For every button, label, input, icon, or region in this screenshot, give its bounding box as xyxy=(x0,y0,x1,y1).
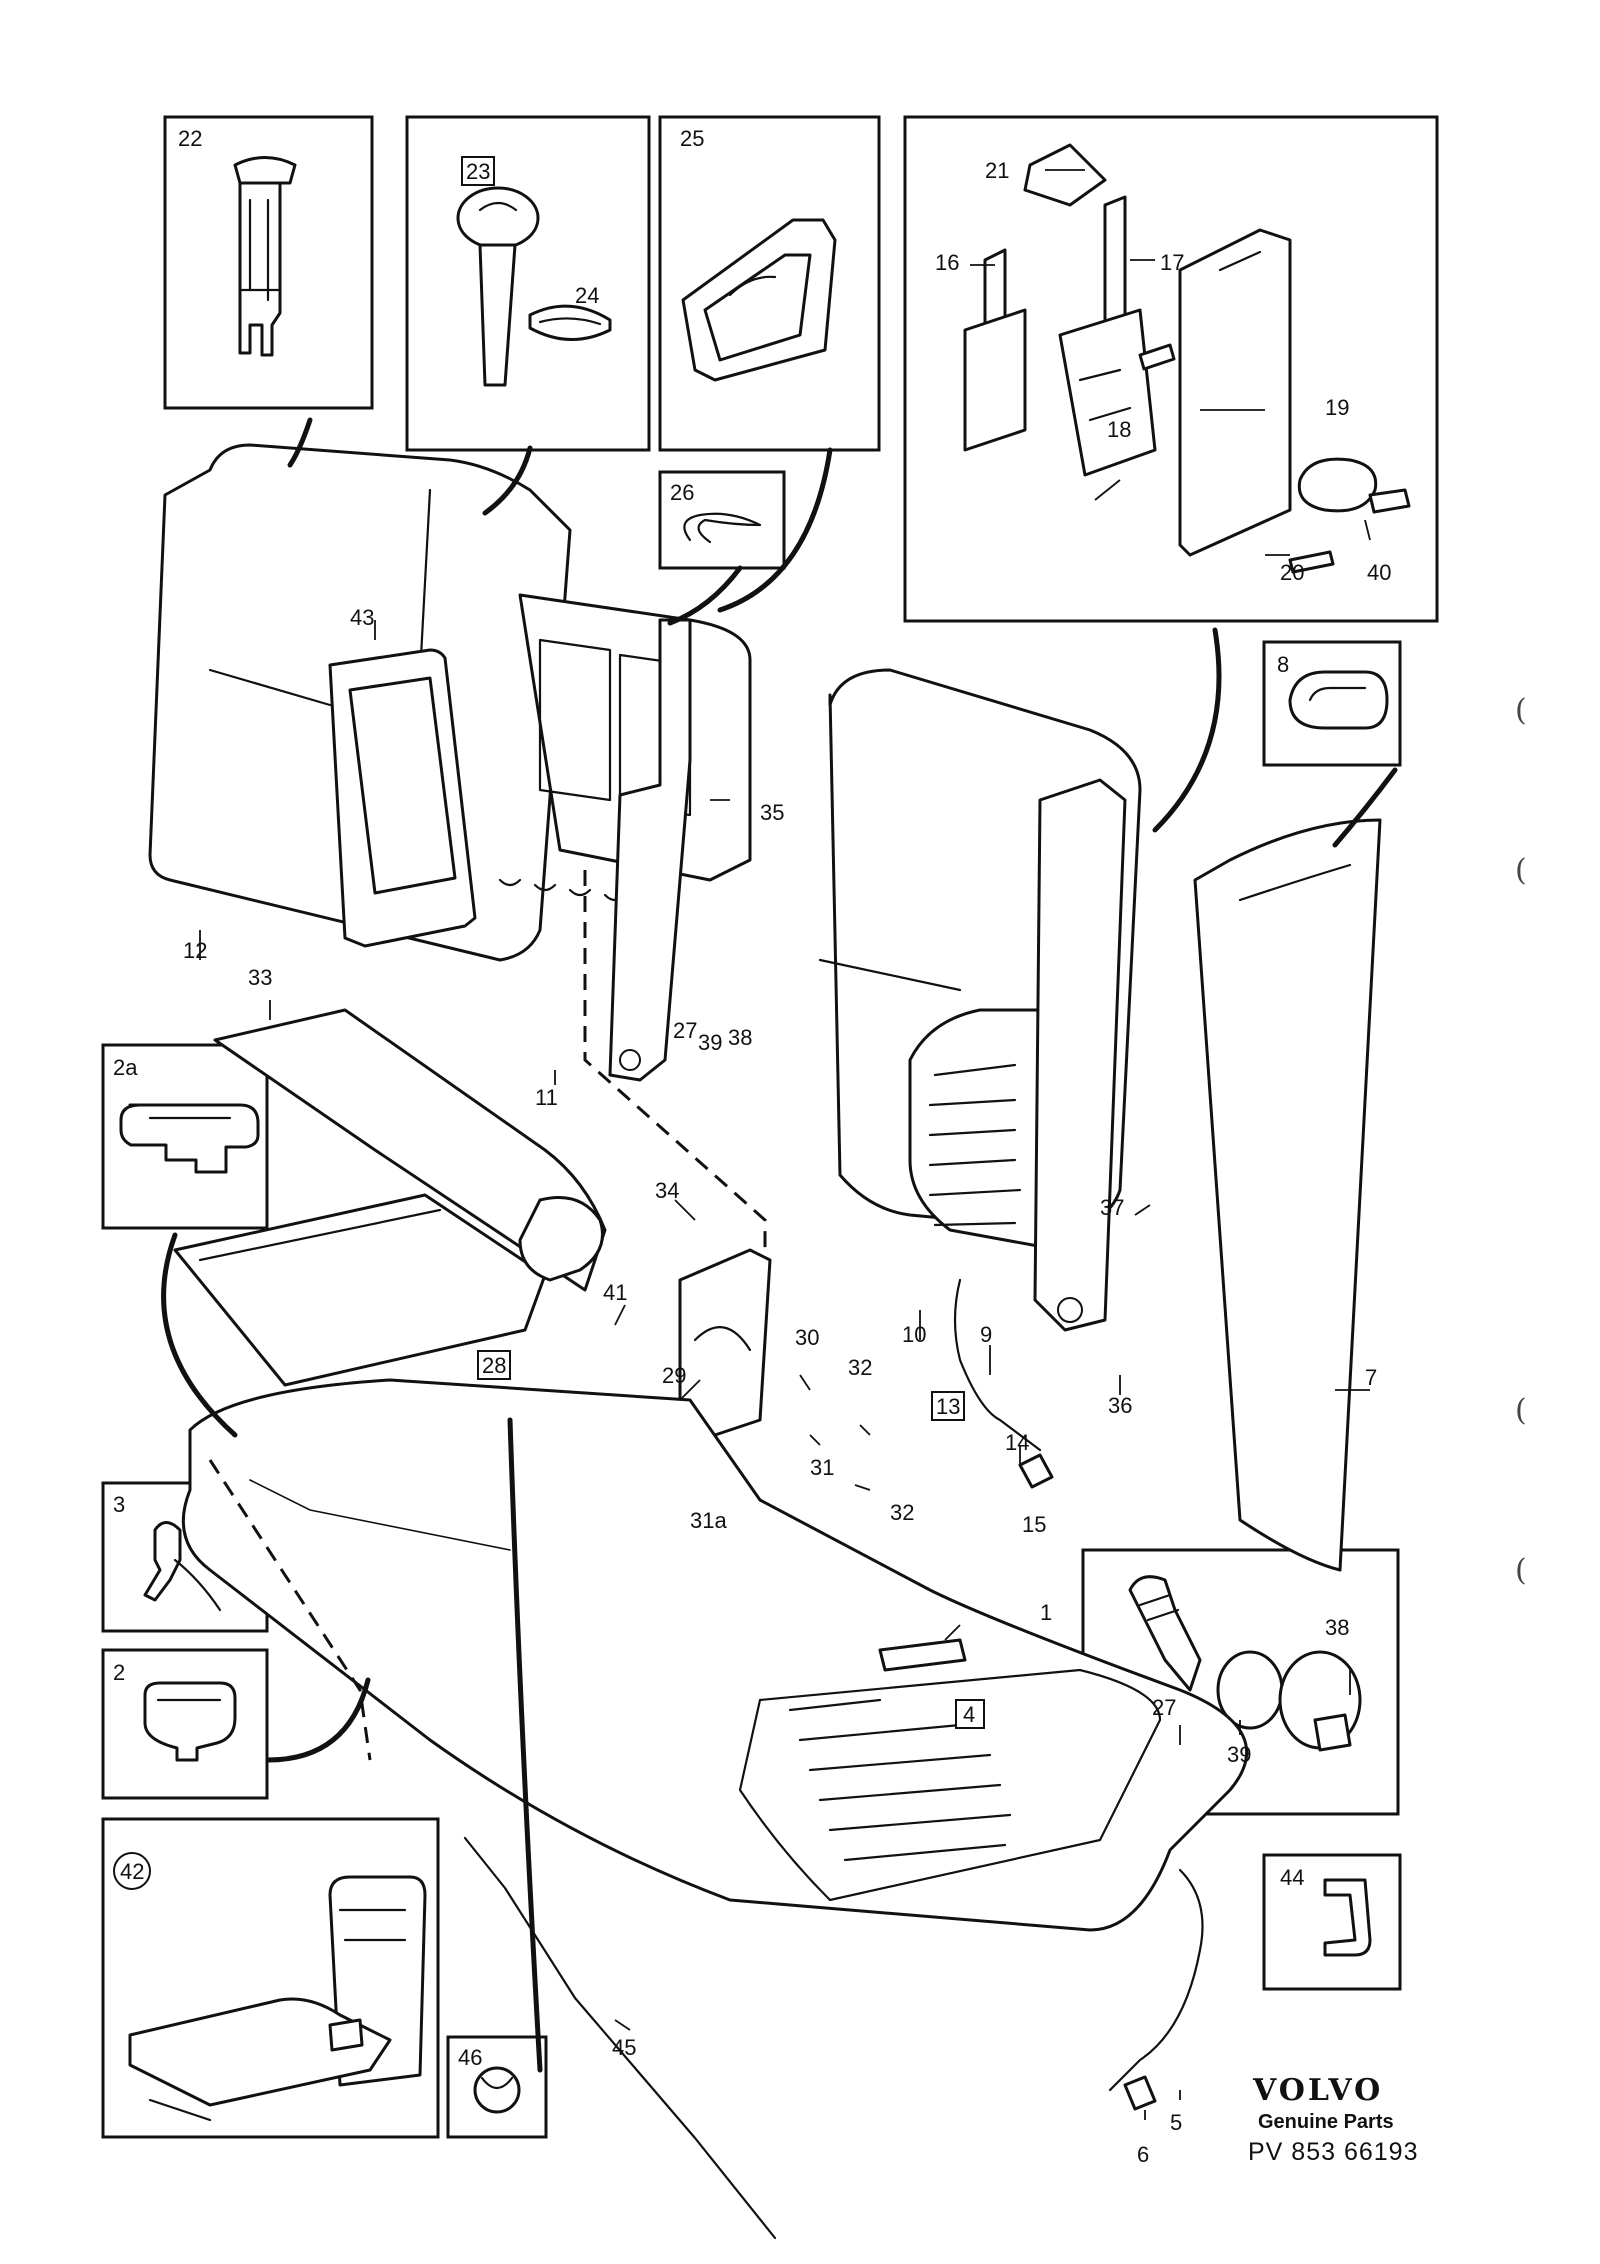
label-5: 5 xyxy=(1170,2110,1182,2135)
label-3: 3 xyxy=(113,1492,125,1517)
margin-mark-3: ( xyxy=(1515,1393,1527,1428)
inset-box-46 xyxy=(446,2035,548,2139)
label-15: 15 xyxy=(1022,1512,1046,1537)
margin-mark-4: ( xyxy=(1515,1553,1527,1588)
margin-mark-2: ( xyxy=(1515,853,1527,888)
label-41: 41 xyxy=(603,1280,627,1305)
label-10: 10 xyxy=(902,1322,926,1347)
label-21: 21 xyxy=(985,158,1009,183)
label-11: 11 xyxy=(535,1085,558,1110)
margin-mark-1: ( xyxy=(1515,693,1527,728)
label-12: 12 xyxy=(183,938,207,963)
inset-box-25 xyxy=(658,115,881,452)
label-37: 37 xyxy=(1100,1195,1124,1220)
inset-box-2a xyxy=(101,1043,269,1230)
label-36: 36 xyxy=(1108,1393,1132,1418)
label-4-box xyxy=(955,1699,985,1729)
label-32a: 32 xyxy=(848,1355,872,1380)
label-45: 45 xyxy=(612,2035,636,2060)
label-42: 42 xyxy=(120,1859,144,1884)
inset-box-42 xyxy=(101,1817,440,2139)
label-2: 2 xyxy=(113,1660,125,1685)
label-27a: 27 xyxy=(673,1018,697,1043)
label-31: 31 xyxy=(810,1455,834,1480)
label-28-box xyxy=(477,1350,511,1380)
label-24: 24 xyxy=(575,283,599,308)
label-27b: 27 xyxy=(1152,1695,1176,1720)
label-1: 1 xyxy=(1040,1600,1052,1625)
brand-name: VOLVO xyxy=(1252,2073,1383,2108)
label-8: 8 xyxy=(1277,652,1289,677)
part-labels: 22 23 24 25 26 21 16 17 19 18 20 40 8 43… xyxy=(113,126,1391,2167)
label-38b: 38 xyxy=(1325,1615,1349,1640)
brand-subtitle: Genuine Parts xyxy=(1258,2111,1394,2133)
inset-box-23 xyxy=(405,115,651,452)
label-28: 28 xyxy=(482,1353,506,1378)
label-39a: 39 xyxy=(698,1030,722,1055)
label-39b: 39 xyxy=(1227,1742,1251,1767)
label-34: 34 xyxy=(655,1178,679,1203)
label-33: 33 xyxy=(248,965,272,990)
label-19: 19 xyxy=(1325,395,1349,420)
connector-lines xyxy=(161,417,1398,2073)
seat-back-right xyxy=(818,668,1142,1332)
label-31a: 31a xyxy=(690,1508,727,1533)
label-35: 35 xyxy=(760,800,784,825)
cable-harness xyxy=(953,1278,1054,1489)
label-18: 18 xyxy=(1107,417,1131,442)
label-25: 25 xyxy=(680,126,704,151)
inset-box-2 xyxy=(101,1648,269,1800)
label-30: 30 xyxy=(795,1325,819,1350)
label-17: 17 xyxy=(1160,250,1184,275)
inset-box-8 xyxy=(1262,640,1402,767)
label-32b: 32 xyxy=(890,1500,914,1525)
hinge-bar xyxy=(583,618,767,1280)
label-13-box xyxy=(931,1391,965,1421)
label-14: 14 xyxy=(1005,1430,1029,1455)
label-46: 46 xyxy=(458,2045,482,2070)
label-26: 26 xyxy=(670,480,694,505)
seat-back-frame xyxy=(328,593,752,948)
label-43: 43 xyxy=(350,605,374,630)
part-number-code: PV 853 66193 xyxy=(1248,2138,1418,2166)
label-13: 13 xyxy=(936,1394,960,1419)
label-2a: 2a xyxy=(113,1055,138,1080)
label-7: 7 xyxy=(1365,1365,1377,1390)
label-22: 22 xyxy=(178,126,202,151)
inset-box-44 xyxy=(1262,1853,1402,1991)
label-20: 20 xyxy=(1280,560,1304,585)
label-9: 9 xyxy=(980,1322,992,1347)
label-23: 23 xyxy=(466,159,490,184)
strap-and-cable xyxy=(463,1836,1204,2240)
label-23-box xyxy=(461,156,495,186)
label-6: 6 xyxy=(1137,2142,1149,2167)
leader-lines xyxy=(199,169,1371,2120)
label-4: 4 xyxy=(963,1702,975,1727)
label-38a: 38 xyxy=(728,1025,752,1050)
inset-box-26 xyxy=(658,470,786,570)
inset-box-lock xyxy=(903,115,1439,623)
label-16: 16 xyxy=(935,250,959,275)
armrest xyxy=(173,1008,607,1387)
label-42-circle xyxy=(113,1852,151,1890)
label-40: 40 xyxy=(1367,560,1391,585)
footer-branding: VOLVO Genuine Parts PV 853 66193 xyxy=(1248,2073,1418,2166)
margin-marks: ( ( ( ( xyxy=(1515,693,1527,1588)
label-44: 44 xyxy=(1280,1865,1304,1890)
seat-cushion xyxy=(181,1378,1249,1932)
label-29: 29 xyxy=(662,1363,686,1388)
inset-box-22 xyxy=(163,115,374,410)
side-panel xyxy=(1193,818,1382,1572)
